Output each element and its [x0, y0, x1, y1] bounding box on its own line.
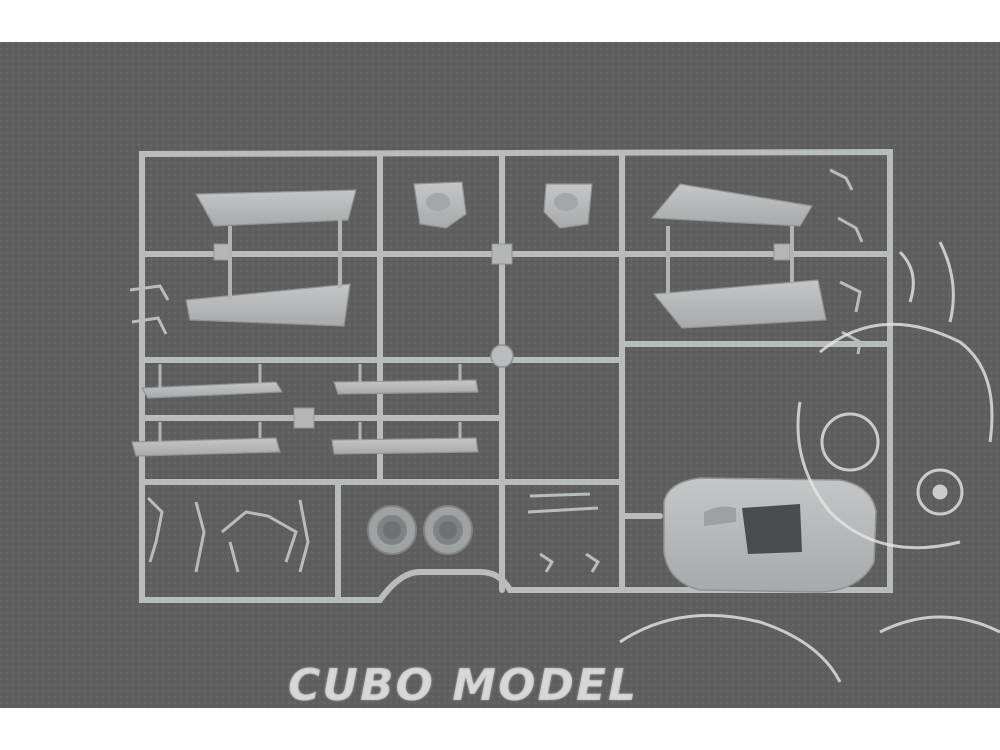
small-parts-center	[527, 168, 864, 573]
top-white-band	[0, 0, 1000, 42]
flap-upper-right	[650, 183, 827, 329]
watermark-text: CUBO MODEL	[288, 666, 639, 706]
small-parts-left	[129, 284, 310, 573]
rail-gates	[158, 364, 462, 442]
long-rails	[131, 379, 479, 457]
engine-nozzles	[367, 505, 473, 555]
bottom-white-band	[0, 708, 1000, 750]
sprue-gate-blocks	[213, 243, 791, 429]
sprue-photo-canvas	[0, 42, 1000, 708]
flap-upper-left	[185, 189, 357, 327]
sprue-photo	[0, 42, 1000, 708]
cockpit-section	[663, 477, 877, 593]
sprue-hub	[490, 344, 514, 368]
intake-covers	[413, 181, 593, 229]
sprue-frame	[139, 148, 893, 603]
watermark-mascot	[619, 241, 1000, 683]
